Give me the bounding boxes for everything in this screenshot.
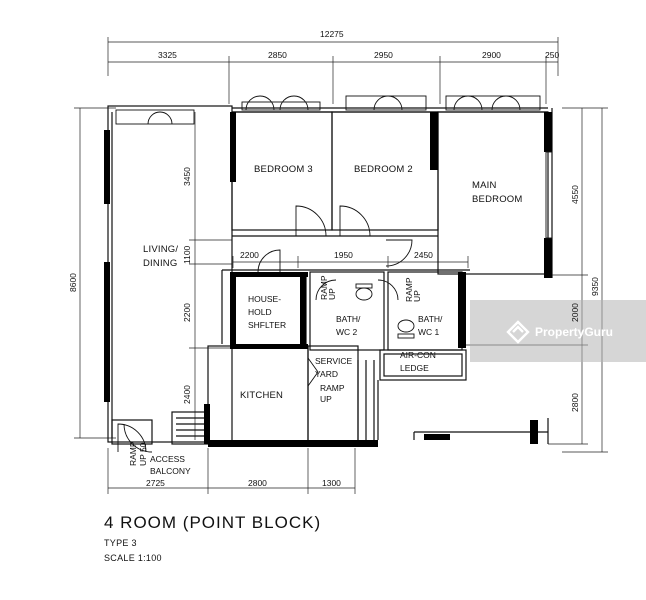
room-labels: BEDROOM 3 BEDROOM 2 MAIN BEDROOM LIVING/… [128, 164, 523, 476]
dim-left-3: 2200 [182, 303, 192, 322]
plan-title: 4 ROOM (POINT BLOCK) [104, 513, 321, 532]
dimension-lines [74, 37, 608, 494]
label-ramp-bath2: RAMP [319, 275, 329, 300]
dim-right-3: 2800 [570, 393, 580, 412]
label-service-2: YARD [315, 369, 338, 379]
label-bath2-2: WC 2 [336, 327, 358, 337]
dim-bottom-2: 2800 [248, 478, 267, 488]
dim-corridor-2: 1950 [334, 250, 353, 260]
label-aircon-1: AIR-CON [400, 350, 436, 360]
label-bath2-1: BATH/ [336, 314, 361, 324]
label-bedroom-2: BEDROOM 2 [354, 164, 413, 175]
windows [115, 95, 553, 239]
label-ramp-yard-up: UP [320, 394, 332, 404]
dim-top-2: 2850 [268, 50, 287, 60]
plan-type: TYPE 3 [104, 538, 137, 548]
dim-right-2: 2000 [570, 303, 580, 322]
walls-heavy [104, 112, 552, 447]
label-main-bedroom-1: MAIN [472, 180, 497, 191]
label-ramp-bath1-up: UP [412, 290, 422, 302]
label-household-2: HOLD [248, 307, 272, 317]
label-bath1-2: WC 1 [418, 327, 440, 337]
label-aircon-2: LEDGE [400, 363, 429, 373]
label-living-2: DINING [143, 258, 177, 269]
fixtures [355, 283, 415, 339]
dim-right-total: 9350 [590, 277, 600, 296]
label-ramp-balcony-up: UP 50 [138, 442, 148, 466]
watermark-logo-icon [506, 320, 530, 344]
label-main-bedroom-2: BEDROOM [472, 194, 523, 205]
dimension-labels: 12275 3325 2850 2950 2900 250 8600 3450 … [68, 29, 600, 488]
dim-left-2: 1100 [182, 245, 192, 264]
label-household-1: HOUSE- [248, 294, 281, 304]
dim-left-total: 8600 [68, 273, 78, 292]
dim-top-5: 250 [545, 50, 559, 60]
dim-left-1: 3450 [182, 167, 192, 186]
label-access-2: BALCONY [150, 466, 191, 476]
doors [117, 205, 413, 453]
dim-right-1: 4550 [570, 185, 580, 204]
dim-top-1: 3325 [158, 50, 177, 60]
label-bedroom-3: BEDROOM 3 [254, 164, 313, 175]
dim-corridor-3: 2450 [414, 250, 433, 260]
dim-left-4: 2400 [182, 385, 192, 404]
label-access-1: ACCESS [150, 454, 185, 464]
plan-scale: SCALE 1:100 [104, 553, 162, 563]
label-ramp-bath2-up: UP [327, 288, 337, 300]
label-service-1: SERVICE [315, 356, 352, 366]
label-ramp-bath1: RAMP [404, 277, 414, 302]
watermark-text: PropertyGuru [535, 325, 613, 339]
dim-bottom-1: 2725 [146, 478, 165, 488]
title-block: 4 ROOM (POINT BLOCK) TYPE 3 SCALE 1:100 [104, 513, 321, 563]
label-ramp-yard: RAMP [320, 383, 345, 393]
label-kitchen: KITCHEN [240, 390, 283, 401]
dim-corridor-1: 2200 [240, 250, 259, 260]
watermark: PropertyGuru [470, 300, 646, 362]
label-ramp-balcony: RAMP [128, 441, 138, 466]
label-bath1-1: BATH/ [418, 314, 443, 324]
dim-top-total: 12275 [320, 29, 344, 39]
dim-bottom-3: 1300 [322, 478, 341, 488]
dim-top-3: 2950 [374, 50, 393, 60]
label-living-1: LIVING/ [143, 244, 178, 255]
label-household-3: SHFLTER [248, 320, 286, 330]
dim-top-4: 2900 [482, 50, 501, 60]
